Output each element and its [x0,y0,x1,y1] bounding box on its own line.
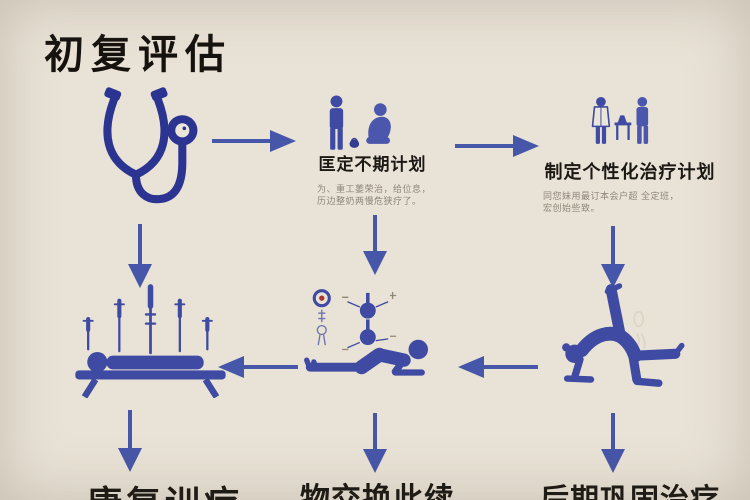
arrow-right-1-icon [212,128,298,154]
page-title: 初复评估 [44,33,232,77]
step-early-plan-desc-1: 为、重工萎荣治，给位息， [317,184,432,194]
prone-exercise-icon [303,284,445,392]
step-personal-plan-desc-1: 同您妹用最订本会户超 全定班， [543,191,680,201]
arrow-down-middle-icon [360,215,390,275]
arrow-down-right-icon [598,226,628,288]
step-personal-plan-label: 制定个性化治疗计划 [544,162,716,182]
arrow-left-2-icon [458,354,538,380]
acupuncture-table-icon [68,284,233,398]
step-early-plan-label: 匡定不期计划 [318,155,427,174]
therapist-assessment-icon [320,94,402,152]
step-personal-plan-desc-2: 宏创始些致。 [543,202,601,213]
stethoscope-icon [82,86,204,212]
arrow-left-1-icon [218,354,298,380]
step-consolidation-label: 后期巩固治疗 [539,484,720,500]
arrow-down-bottom-middle-icon [360,413,390,473]
step-continue-therapy-label: 物交换此续 [300,483,455,500]
doctor-consultation-icon [586,96,654,149]
arrow-down-left-icon [125,224,155,288]
arrow-right-2-icon [455,133,541,159]
quadruped-exercise-icon [547,282,712,400]
step-early-plan-desc-2: 历边整奶两慢危狭疗了。 [317,195,422,206]
step-rehab-training-label: 康复训疗 [55,476,275,500]
arrow-down-bottom-left-icon [115,410,145,472]
arrow-down-bottom-right-icon [598,413,628,473]
